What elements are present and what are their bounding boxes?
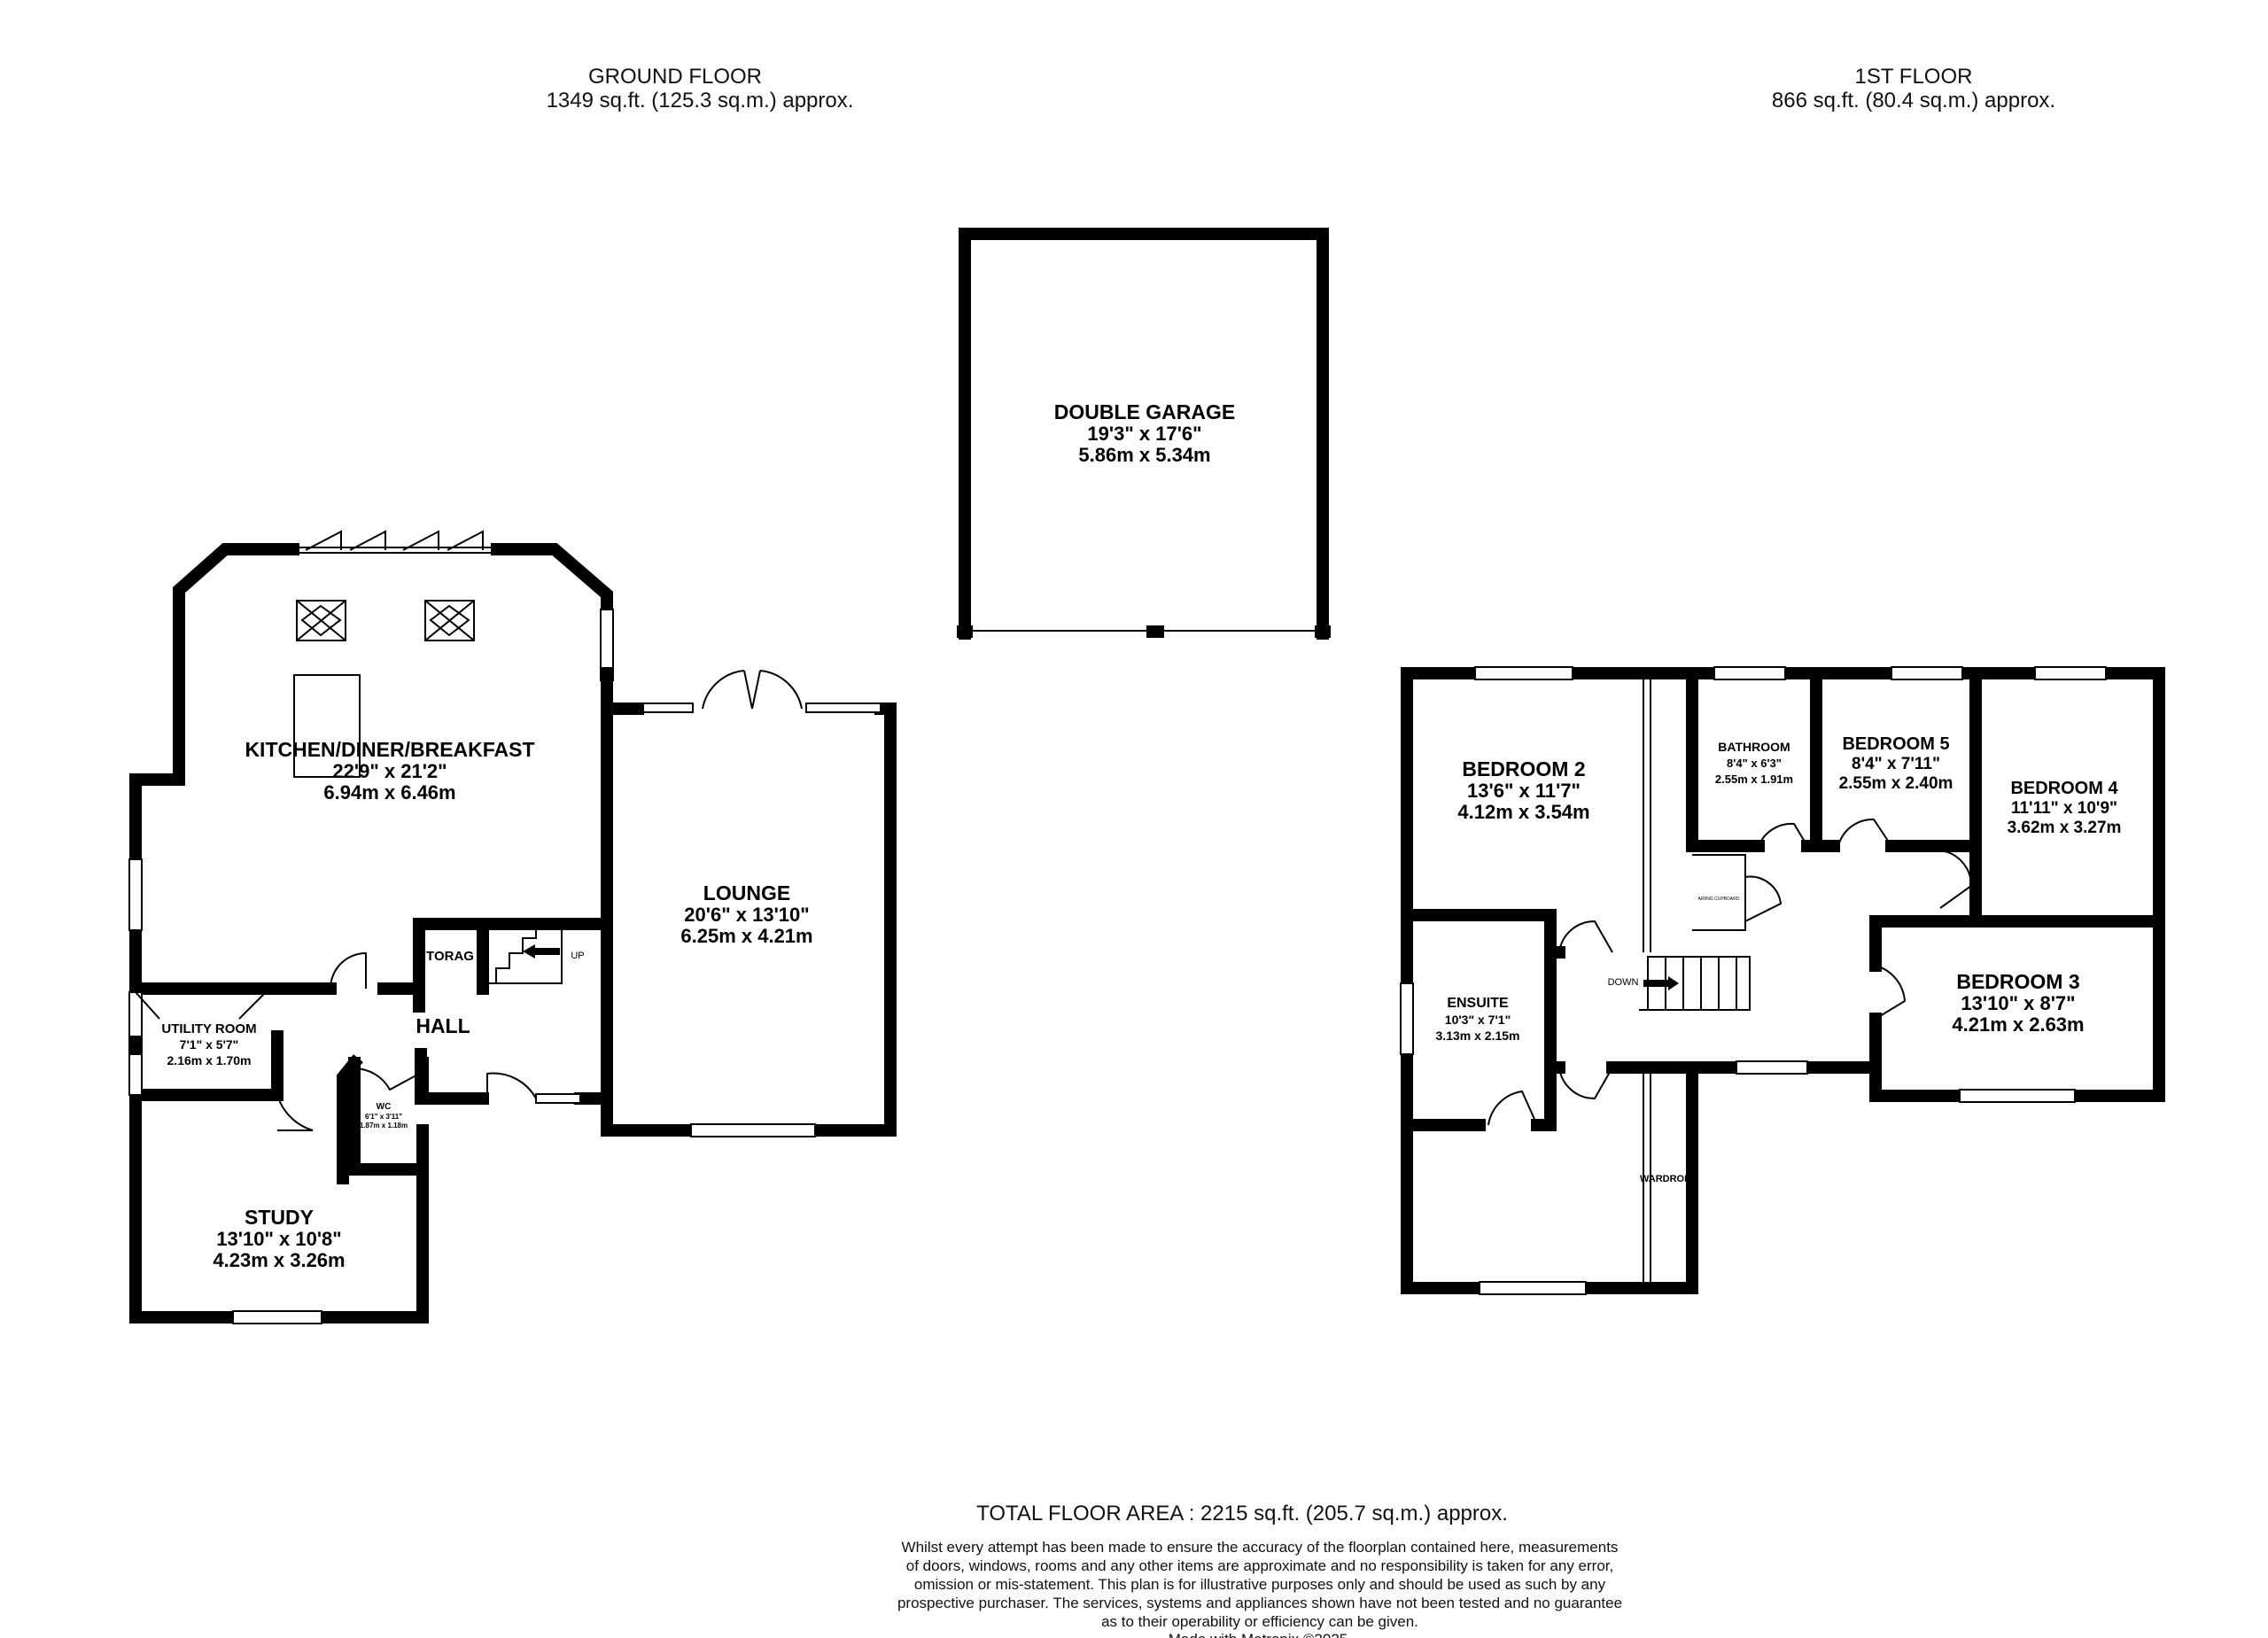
utility-metric: 2.16m x 1.70m bbox=[167, 1053, 252, 1067]
lounge-name: LOUNGE bbox=[703, 881, 790, 904]
study-name: STUDY bbox=[245, 1206, 314, 1229]
ground-floor-area: 1349 sq.ft. (125.3 sq.m.) approx. bbox=[547, 89, 854, 113]
bedroom3-metric: 4.21m x 2.63m bbox=[1952, 1013, 2084, 1036]
bedroom4-imperial: 11'11" x 10'9" bbox=[2011, 799, 2117, 818]
ground-floor-plan bbox=[128, 530, 897, 1324]
wc-metric: 1.87m x 1.18m bbox=[360, 1122, 408, 1130]
study-metric: 4.23m x 3.26m bbox=[213, 1249, 345, 1271]
kitchen-name: KITCHEN/DINER/BREAKFAST bbox=[245, 738, 534, 761]
bedroom4-name: BEDROOM 4 bbox=[2010, 779, 2118, 798]
bedroom2-name: BEDROOM 2 bbox=[1462, 757, 1585, 780]
first-floor-area: 866 sq.ft. (80.4 sq.m.) approx. bbox=[1772, 89, 2055, 113]
disclaimer-line-2: of doors, windows, rooms and any other i… bbox=[906, 1557, 1613, 1574]
kitchen-imperial: 22'9" x 21'2" bbox=[332, 760, 447, 782]
bedroom2-imperial: 13'6" x 11'7" bbox=[1467, 780, 1581, 802]
bedroom4-metric: 3.62m x 3.27m bbox=[2008, 819, 2122, 837]
utility-imperial: 7'1" x 5'7" bbox=[180, 1037, 239, 1052]
bathroom-name: BATHROOM bbox=[1718, 740, 1790, 754]
storage-name: TORAG bbox=[426, 949, 474, 964]
garage-metric: 5.86m x 5.34m bbox=[1078, 444, 1210, 466]
kitchen-metric: 6.94m x 6.46m bbox=[323, 781, 455, 803]
stairs-down-label: DOWN bbox=[1608, 977, 1639, 988]
first-floor-title: 1ST FLOOR bbox=[1855, 65, 1973, 89]
ensuite-metric: 3.13m x 2.15m bbox=[1436, 1029, 1520, 1043]
total-floor-area: TOTAL FLOOR AREA : 2215 sq.ft. (205.7 sq… bbox=[976, 1502, 1508, 1525]
airing-cupboard-label: AIRING CUPBOARD bbox=[1698, 897, 1740, 902]
metropix-credit: Made with Metropix ©2025 bbox=[1169, 1631, 1348, 1638]
ensuite-name: ENSUITE bbox=[1447, 996, 1509, 1011]
disclaimer-line-1: Whilst every attempt has been made to en… bbox=[902, 1539, 1619, 1556]
study-imperial: 13'10" x 10'8" bbox=[216, 1228, 341, 1250]
garage-imperial: 19'3" x 17'6" bbox=[1087, 423, 1201, 445]
bathroom-metric: 2.55m x 1.91m bbox=[1715, 772, 1793, 786]
stairs-up-label: UP bbox=[571, 951, 584, 961]
ground-floor-title: GROUND FLOOR bbox=[588, 65, 762, 89]
wardrobe-label: WARDROB bbox=[1640, 1174, 1691, 1184]
lounge-imperial: 20'6" x 13'10" bbox=[684, 904, 809, 926]
disclaimer-line-5: as to their operability or efficiency ca… bbox=[1101, 1613, 1418, 1630]
wc-name: WC bbox=[377, 1102, 392, 1112]
utility-name: UTILITY ROOM bbox=[161, 1021, 256, 1036]
garage-name: DOUBLE GARAGE bbox=[1054, 400, 1235, 423]
garage-plan bbox=[957, 228, 1331, 640]
bathroom-imperial: 8'4" x 6'3" bbox=[1727, 757, 1782, 770]
wc-imperial: 6'1" x 3'11" bbox=[365, 1113, 402, 1121]
first-floor-plan bbox=[1400, 666, 2165, 1295]
hall-name: HALL bbox=[416, 1014, 470, 1037]
bedroom5-name: BEDROOM 5 bbox=[1842, 734, 1949, 754]
lounge-metric: 6.25m x 4.21m bbox=[680, 925, 812, 947]
bedroom5-metric: 2.55m x 2.40m bbox=[1839, 774, 1953, 793]
disclaimer-line-4: prospective purchaser. The services, sys… bbox=[897, 1595, 1622, 1611]
bedroom2-metric: 4.12m x 3.54m bbox=[1457, 801, 1589, 823]
bedroom3-name: BEDROOM 3 bbox=[1956, 970, 2079, 993]
bedroom5-imperial: 8'4" x 7'11" bbox=[1852, 755, 1940, 773]
ensuite-imperial: 10'3" x 7'1" bbox=[1445, 1013, 1511, 1027]
bedroom3-imperial: 13'10" x 8'7" bbox=[1961, 992, 2075, 1014]
disclaimer-line-3: omission or mis-statement. This plan is … bbox=[914, 1576, 1606, 1593]
